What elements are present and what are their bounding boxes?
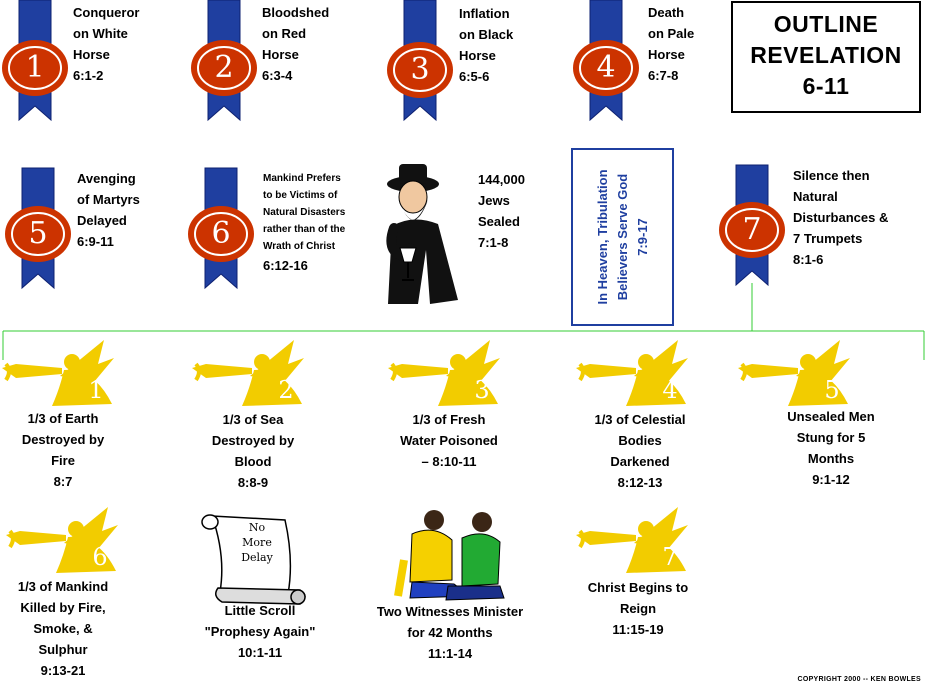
trumpet-4-text: 1/3 of Celestial Bodies Darkened 8:12-13 bbox=[594, 412, 686, 490]
seal-1-text: Conqueror on White Horse 6:1-2 bbox=[73, 5, 140, 83]
two-witnesses-text: Two Witnesses Minister for 42 Months 11:… bbox=[376, 604, 524, 661]
trumpet-2-text: 1/3 of Sea Destroyed by Blood 8:8-9 bbox=[211, 412, 295, 490]
sealed-jew-figure bbox=[386, 164, 458, 304]
trumpet-4-number: 4 bbox=[662, 376, 677, 404]
trumpet-1-number: 1 bbox=[88, 376, 103, 404]
sealed-144000-text: 144,000 Jews Sealed 7:1-8 bbox=[478, 172, 525, 250]
trumpet-2-number: 2 bbox=[278, 376, 293, 404]
seal-2-number: 2 bbox=[214, 50, 234, 85]
trumpet-5-number: 5 bbox=[824, 376, 839, 404]
seal-2-text: Bloodshed on Red Horse 6:3-4 bbox=[262, 5, 330, 83]
seal-4-number: 4 bbox=[596, 50, 616, 85]
little-scroll-text: Little Scroll "Prophesy Again" 10:1-11 bbox=[204, 603, 316, 660]
seal-3-text: Inflation on Black Horse 6:5-6 bbox=[459, 6, 514, 84]
trumpet-angel-1-icon: 1 bbox=[2, 340, 114, 406]
seal-5-number: 5 bbox=[28, 216, 48, 251]
seal-4-text: Death on Pale Horse 6:7-8 bbox=[648, 5, 695, 83]
seal-1-number: 1 bbox=[25, 50, 45, 85]
seal-7-number: 7 bbox=[742, 212, 762, 247]
seal-6-text: Mankind Prefers to be Victims of Natural… bbox=[263, 173, 346, 252]
seal-6-ref: 6:12-16 bbox=[263, 258, 308, 273]
seal-3-ribbon bbox=[387, 0, 453, 121]
trumpet-3-text: 1/3 of Fresh Water Poisoned – 8:10-11 bbox=[400, 412, 498, 469]
trumpet-5-text: Unsealed Men Stung for 5 Months 9:1-12 bbox=[787, 409, 875, 487]
title-line-2: REVELATION bbox=[750, 42, 902, 68]
trumpet-angel-7-icon: 7 bbox=[576, 507, 688, 573]
heaven-believers-box: In Heaven, Tribulation Believers Serve G… bbox=[571, 148, 674, 326]
trumpet-connector bbox=[2, 283, 925, 360]
trumpet-angel-5-icon: 5 bbox=[738, 340, 850, 406]
seal-7-text: Silence then Natural Disturbances & 7 Tr… bbox=[793, 168, 889, 267]
seal-5-ribbon bbox=[5, 167, 71, 289]
title-line-3: 6-11 bbox=[802, 73, 850, 99]
little-scroll-image bbox=[201, 514, 306, 605]
seal-6-ribbon bbox=[188, 167, 254, 289]
seal-5-text: Avenging of Martyrs Delayed 6:9-11 bbox=[77, 171, 140, 249]
trumpet-angel-6-icon: 6 bbox=[6, 507, 118, 573]
trumpet-3-number: 3 bbox=[474, 376, 489, 404]
seal-4-ribbon bbox=[573, 0, 639, 121]
trumpet-7-text: Christ Begins to Reign 11:15-19 bbox=[587, 580, 689, 637]
trumpet-6-text: 1/3 of Mankind Killed by Fire, Smoke, & … bbox=[17, 579, 109, 678]
trumpet-7-number: 7 bbox=[662, 543, 677, 571]
trumpet-angel-2-icon: 2 bbox=[192, 340, 304, 406]
trumpet-6-number: 6 bbox=[92, 543, 107, 571]
seal-2-ribbon bbox=[191, 0, 257, 121]
two-witnesses-image bbox=[394, 510, 505, 601]
seal-6-number: 6 bbox=[211, 216, 231, 251]
heaven-believers-text: In Heaven, Tribulation Believers Serve G… bbox=[594, 169, 650, 305]
seal-1-ribbon bbox=[2, 0, 68, 121]
seal-3-number: 3 bbox=[410, 52, 430, 87]
title-line-1: OUTLINE bbox=[773, 11, 879, 37]
seal-7-ribbon bbox=[719, 164, 785, 286]
scroll-writing: No More Delay bbox=[241, 521, 273, 564]
title-box: OUTLINE REVELATION 6-11 bbox=[731, 1, 921, 113]
copyright-text: COPYRIGHT 2000 -- KEN BOWLES bbox=[797, 676, 921, 683]
trumpet-angel-4-icon: 4 bbox=[576, 340, 688, 406]
trumpet-1-text: 1/3 of Earth Destroyed by Fire 8:7 bbox=[21, 411, 105, 489]
trumpet-angel-3-icon: 3 bbox=[388, 340, 500, 406]
